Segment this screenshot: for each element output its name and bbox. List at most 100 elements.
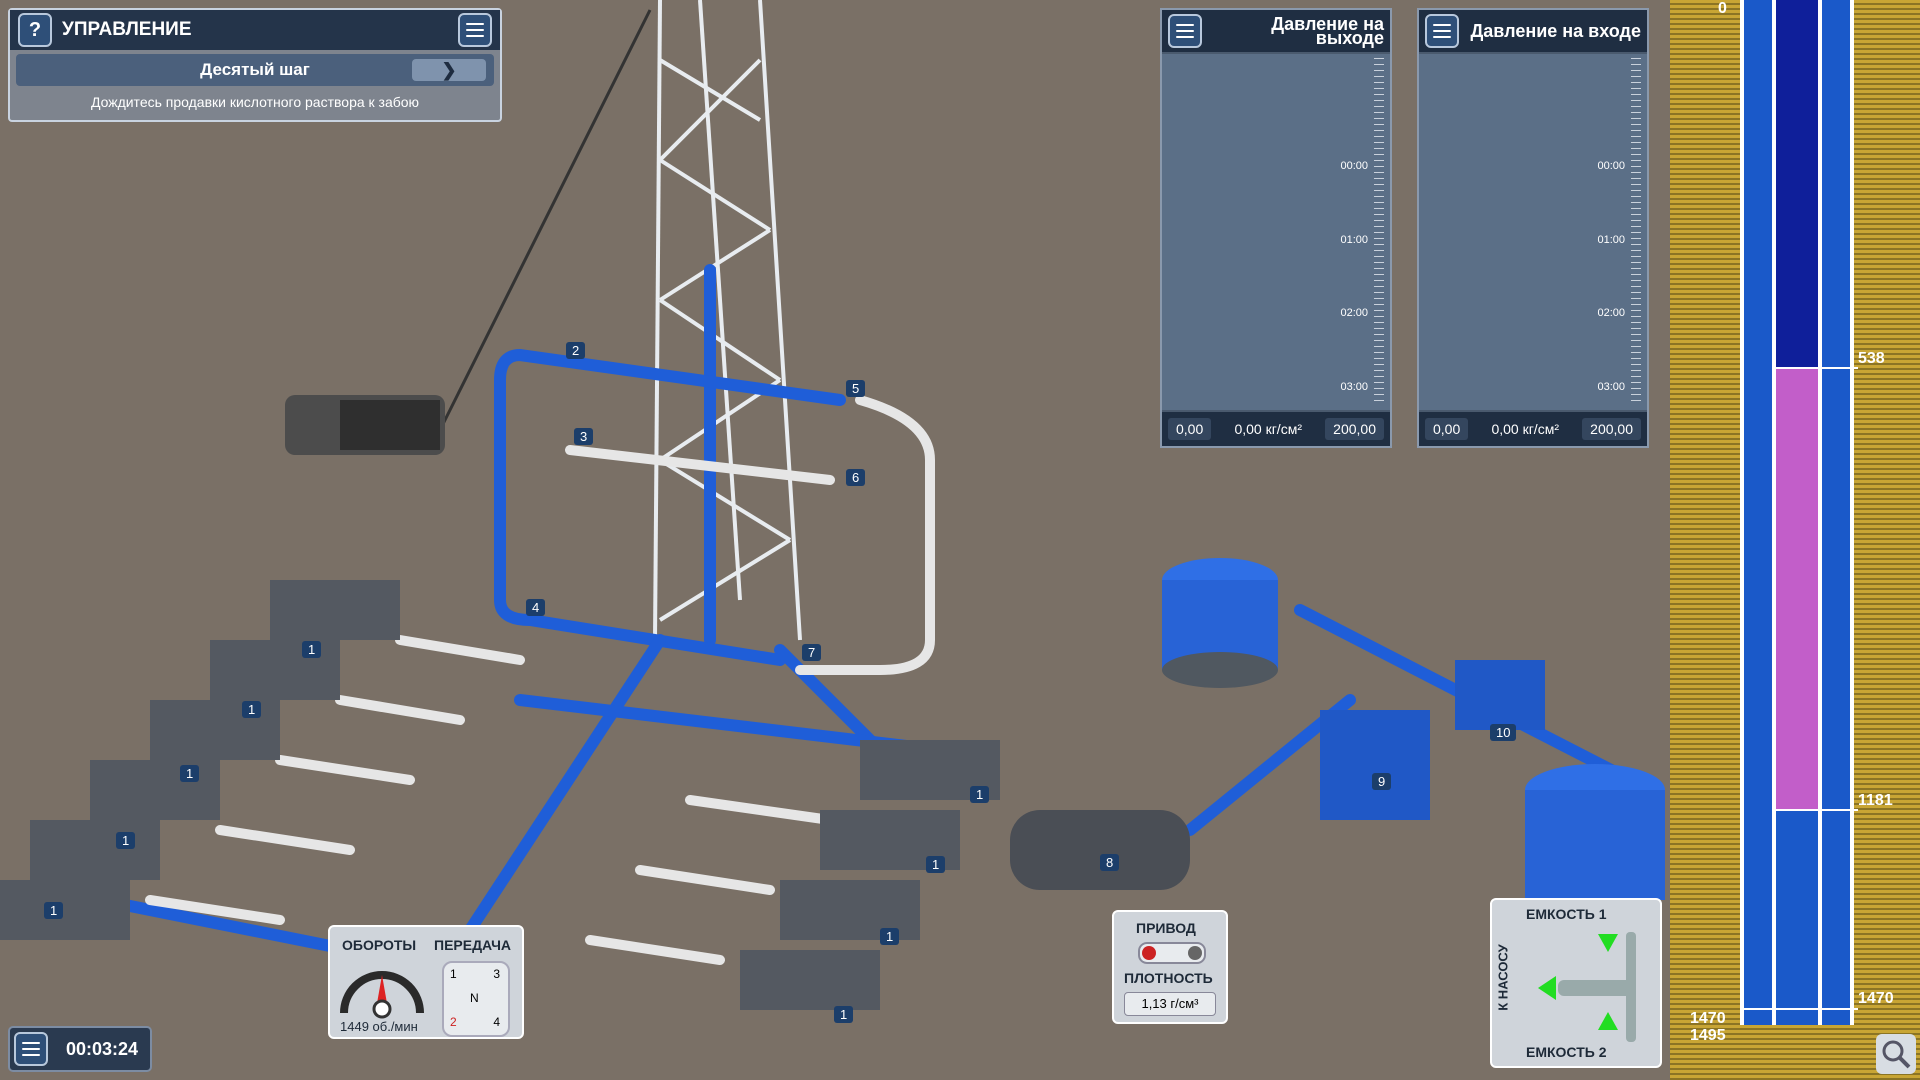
manifold-label-10[interactable]: 10	[1490, 724, 1517, 741]
depth-label: 538	[1858, 350, 1885, 367]
well-annulus-left	[1740, 0, 1776, 1025]
acid-column	[1776, 368, 1818, 810]
pump-unit-label[interactable]: 1	[242, 701, 262, 718]
pump-unit-label[interactable]: 1	[180, 765, 200, 782]
pressure-out-title-line2: выходе	[1315, 28, 1384, 48]
fluid-top	[1776, 0, 1818, 368]
pump-unit-label[interactable]: 1	[44, 902, 64, 919]
pressure-current: 0,00 кг/см²	[1234, 421, 1302, 437]
pressure-in-plot: 00:00 01:00 02:00 03:00	[1419, 54, 1647, 410]
pressure-in-panel: Давление на входе 00:00 01:00 02:00 03:0…	[1417, 8, 1649, 448]
pressure-min: 0,00	[1168, 418, 1212, 440]
valve-label-6[interactable]: 6	[846, 469, 866, 486]
well-tubing	[1776, 0, 1818, 1025]
pump-unit-label[interactable]: 1	[926, 856, 946, 873]
pressure-in-header: Давление на входе	[1419, 10, 1647, 52]
well-annulus-right	[1818, 0, 1854, 1025]
valve-label-2[interactable]: 2	[566, 342, 586, 359]
next-step-button[interactable]: ❯	[412, 59, 486, 81]
drive-label: ПРИВОД	[1136, 920, 1196, 936]
help-button[interactable]: ?	[18, 13, 52, 47]
control-menu-button[interactable]	[458, 13, 492, 47]
zoom-button[interactable]	[1876, 1034, 1916, 1074]
magnifier-icon	[1882, 1040, 1911, 1069]
time-label: 03:00	[1597, 381, 1625, 393]
time-label: 03:00	[1340, 381, 1368, 393]
pump-unit-label[interactable]: 1	[834, 1006, 854, 1023]
rpm-dial	[340, 971, 424, 1019]
valve-diagram[interactable]	[1528, 924, 1648, 1044]
pump-label-9[interactable]: 9	[1372, 773, 1392, 790]
time-ticks	[1631, 58, 1641, 406]
depth-label: 1495	[1690, 1027, 1726, 1044]
drive-on-indicator	[1188, 946, 1202, 960]
control-panel: ? УПРАВЛЕНИЕ Десятый шаг ❯ Дождитесь про…	[8, 8, 502, 122]
menu-icon	[1176, 24, 1194, 38]
gear-label: ПЕРЕДАЧА	[434, 937, 512, 953]
time-label: 01:00	[1340, 234, 1368, 246]
pressure-max: 200,00	[1582, 418, 1641, 440]
valve-label-3[interactable]: 3	[574, 428, 594, 445]
chevron-right-icon: ❯	[441, 59, 457, 80]
step-row: Десятый шаг ❯	[16, 54, 494, 86]
time-label: 00:00	[1597, 160, 1625, 172]
pressure-out-header: Давление на выходе	[1162, 10, 1390, 52]
density-value: 1,13 г/см³	[1124, 992, 1216, 1016]
gear-1: 1	[450, 967, 457, 981]
pressure-in-footer: 0,00 0,00 кг/см² 200,00	[1419, 412, 1647, 446]
menu-icon	[22, 1042, 40, 1056]
gear-4: 4	[493, 1015, 500, 1029]
timer-panel: 00:03:24	[8, 1026, 152, 1072]
step-title: Десятый шаг	[200, 60, 310, 79]
gear-2: 2	[450, 1015, 457, 1029]
rpm-label: ОБОРОТЫ	[342, 937, 417, 953]
pressure-max: 200,00	[1325, 418, 1384, 440]
tank2-label: ЕМКОСТЬ 2	[1526, 1044, 1607, 1060]
tank1-label: ЕМКОСТЬ 1	[1526, 906, 1607, 922]
gear-3: 3	[493, 967, 500, 981]
pump-unit-label[interactable]: 1	[116, 832, 136, 849]
pressure-in-menu-button[interactable]	[1425, 14, 1459, 48]
manifold-label-8[interactable]: 8	[1100, 854, 1120, 871]
density-label: ПЛОТНОСТЬ	[1124, 970, 1213, 986]
pressure-out-title-line1: Давление на	[1271, 14, 1384, 34]
help-icon: ?	[28, 18, 42, 41]
marker-line	[1776, 809, 1858, 811]
depth-label: 1181	[1858, 792, 1893, 809]
drive-off-indicator	[1142, 946, 1156, 960]
tank-valve-panel: ЕМКОСТЬ 1 ЕМКОСТЬ 2 К НАСОСУ	[1490, 898, 1662, 1068]
pump-unit-label[interactable]: 1	[302, 641, 322, 658]
pressure-in-title: Давление на входе	[1470, 21, 1641, 41]
control-header: ? УПРАВЛЕНИЕ	[10, 10, 500, 50]
time-label: 00:00	[1340, 160, 1368, 172]
gear-n: N	[470, 991, 479, 1005]
pressure-out-menu-button[interactable]	[1168, 14, 1202, 48]
gear-selector[interactable]: 1 3 N 2 4	[442, 961, 510, 1037]
fluid-bottom	[1776, 810, 1818, 1025]
marker-line	[1740, 1008, 1858, 1010]
depth-label: 0	[1718, 0, 1727, 17]
pump-unit-label[interactable]: 1	[970, 786, 990, 803]
time-ticks	[1374, 58, 1384, 406]
pressure-min: 0,00	[1425, 418, 1469, 440]
pressure-out-panel: Давление на выходе 00:00 01:00 02:00 03:…	[1160, 8, 1392, 448]
timer-value: 00:03:24	[66, 1038, 139, 1059]
time-label: 01:00	[1597, 234, 1625, 246]
valve-label-7[interactable]: 7	[802, 644, 822, 661]
depth-label: 1470	[1690, 1010, 1726, 1027]
menu-icon	[466, 23, 484, 37]
time-label: 02:00	[1597, 307, 1625, 319]
valve-label-5[interactable]: 5	[846, 380, 866, 397]
control-title: УПРАВЛЕНИЕ	[62, 19, 192, 40]
to-pump-label: К НАСОСУ	[1495, 944, 1511, 1011]
derrick	[653, 0, 802, 641]
pressure-out-plot: 00:00 01:00 02:00 03:00	[1162, 54, 1390, 410]
pump-unit-label[interactable]: 1	[880, 928, 900, 945]
depth-label: 1470	[1858, 990, 1894, 1007]
valve-label-4[interactable]: 4	[526, 599, 546, 616]
drive-panel: ПРИВОД ПЛОТНОСТЬ 1,13 г/см³	[1112, 910, 1228, 1024]
menu-icon	[1433, 24, 1451, 38]
main-menu-button[interactable]	[14, 1032, 48, 1066]
rpm-gear-panel: ОБОРОТЫ ПЕРЕДАЧА 1449 об./мин 1 3 N 2 4	[328, 925, 524, 1039]
drive-toggle[interactable]	[1138, 942, 1206, 964]
